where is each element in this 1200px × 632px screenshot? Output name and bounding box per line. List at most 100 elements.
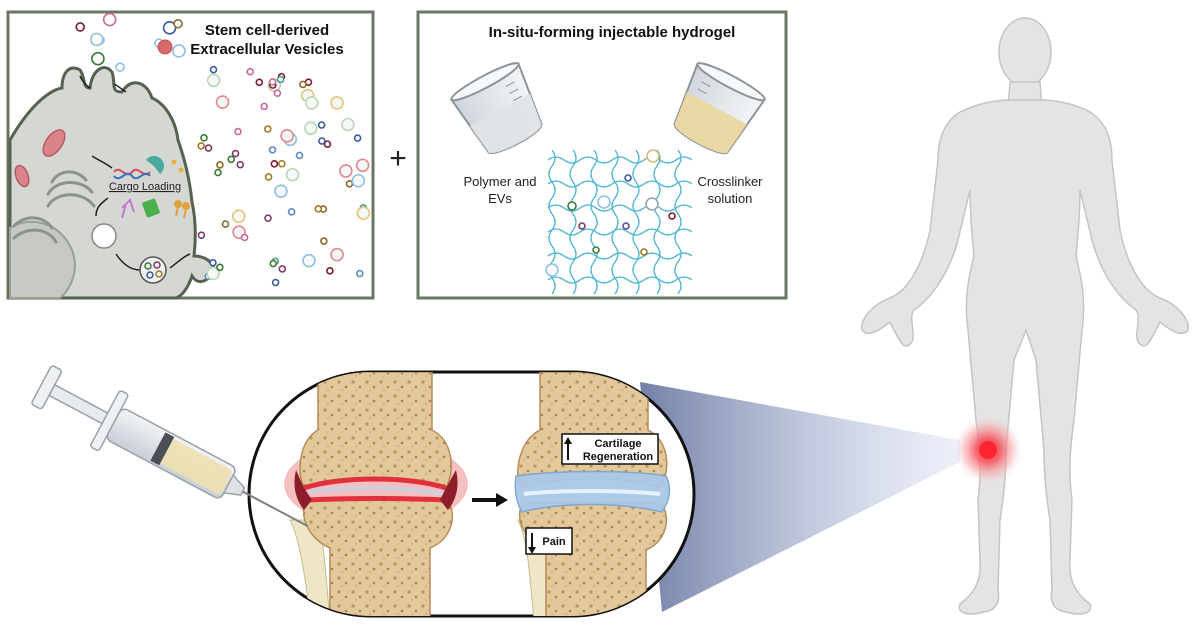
vesicle [206, 266, 220, 281]
vesicle [269, 259, 278, 268]
golgi-apparatus [12, 170, 96, 244]
vesicle [273, 89, 282, 97]
cargo-arrows [79, 75, 191, 271]
plus-sign: + [389, 142, 407, 175]
vesicle [317, 121, 326, 129]
vesicle [545, 263, 559, 277]
vesicle [351, 173, 366, 188]
ev-title-line2: Extracellular Vesicles [190, 41, 343, 58]
vesicle [323, 140, 332, 148]
vesicle [246, 67, 254, 76]
progress-arrow-head [496, 493, 508, 507]
endosome [91, 223, 117, 249]
vesicle [268, 146, 277, 154]
polymer-beaker [449, 62, 543, 154]
panel-hydrogel-border [416, 10, 788, 300]
syringe-plunger-rod [48, 383, 111, 426]
extracellular-vesicles [75, 12, 371, 287]
mesh-strand [611, 149, 619, 295]
vesicle [567, 201, 577, 211]
mitochondrion [42, 129, 66, 157]
molecule-cargo-icon [171, 159, 177, 165]
nucleus [9, 220, 76, 299]
human-body [861, 17, 1189, 615]
vesicle [157, 39, 173, 55]
vesicle [268, 78, 277, 86]
vesicle [276, 75, 285, 84]
injection-site-center [979, 441, 997, 459]
drug-cargo-icon [142, 198, 160, 218]
pain-label: Pain [542, 536, 566, 548]
protein-cargo-icon [146, 156, 165, 174]
vesicle [240, 233, 249, 242]
vesicle [280, 129, 294, 143]
hydrogel-vesicles [545, 149, 676, 277]
vesicle [668, 212, 676, 220]
dna-cargo-icon [113, 172, 151, 180]
vesicle [341, 117, 355, 132]
cartilage-regeneration-box: Cartilage Regeneration [561, 433, 659, 465]
vesicle [172, 44, 186, 58]
vesicle [263, 125, 272, 133]
panel-hydrogel: In-situ-forming injectable hydrogel Poly… [416, 10, 788, 300]
cartilage-label-line2: Regeneration [583, 451, 654, 463]
arrow-up-icon-head [564, 437, 572, 444]
vesicle [173, 18, 183, 29]
vesicle [356, 206, 371, 221]
crosslinker-beaker [673, 62, 767, 155]
vesicle [204, 144, 213, 152]
vesicle [216, 161, 224, 169]
syringe-hub [222, 473, 246, 496]
vesicle [234, 127, 242, 136]
mesh-strand [547, 276, 693, 284]
rna-cargo-icon [121, 198, 135, 219]
mesh-strand [547, 204, 693, 212]
crosslinker-label-line1: Crosslinker [697, 174, 763, 189]
syringe [31, 365, 309, 528]
syringe-needle [242, 490, 309, 528]
vesicle [285, 167, 300, 182]
vesicle [339, 164, 353, 178]
mesh-strand [674, 149, 682, 295]
vesicle [646, 149, 660, 163]
mesh-strand [653, 149, 661, 295]
vesicle [197, 142, 205, 150]
vesicle [274, 184, 288, 198]
vesicle [320, 237, 328, 245]
vesicle [330, 247, 344, 262]
mesh-strand [547, 156, 693, 164]
vesicle [624, 174, 632, 182]
vesicle [270, 160, 279, 168]
polymer-label-line2: EVs [488, 191, 512, 206]
vesicle [264, 173, 273, 181]
vesicle [597, 195, 611, 209]
pain-box: Pain [525, 527, 573, 555]
vesicle [271, 278, 280, 287]
lipid-cargo-icon [174, 200, 190, 219]
mitochondrion [14, 164, 30, 188]
mesh-strand [547, 180, 693, 188]
vesicle [221, 220, 230, 228]
vesicle [215, 95, 230, 109]
vesicle [200, 134, 208, 142]
mesh-strand [632, 149, 640, 295]
cartilage-label-line1: Cartilage [594, 438, 641, 450]
vesicle [89, 32, 104, 47]
mesh-strand [569, 149, 577, 295]
syringe-hydrogel-fill [159, 439, 232, 495]
vesicle [227, 155, 236, 164]
vesicle [278, 159, 286, 168]
vesicle [592, 246, 600, 254]
vesicle [640, 248, 648, 256]
mesh-strand [590, 149, 598, 295]
molecule-cargo-icon [178, 167, 184, 173]
vesicle [302, 253, 316, 268]
panel-ev: Cargo Loading Stem cell-derived Extracel… [6, 10, 375, 300]
vesicle [578, 222, 586, 230]
vesicle [304, 121, 318, 135]
crosslinker-label-line2: solution [708, 191, 753, 206]
vesicle [216, 263, 224, 272]
vesicle [206, 73, 221, 88]
vesicle [355, 158, 370, 173]
